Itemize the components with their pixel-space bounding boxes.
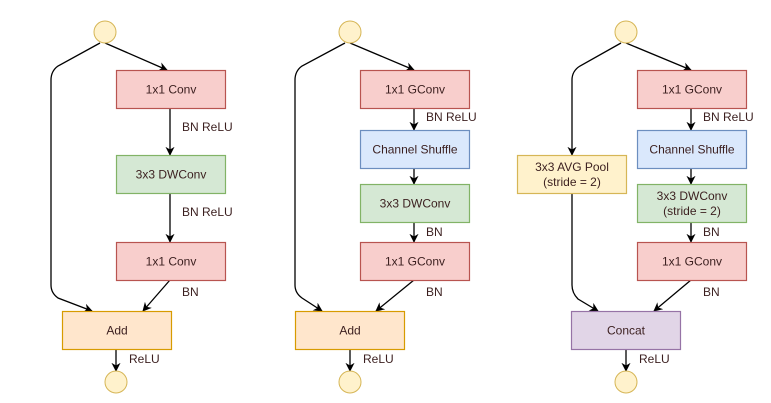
edge-label: ReLU [363,352,394,366]
shufflenet-unit-input-node [338,20,362,44]
shufflenet-stride2-unit-edge-input-to-gconv [625,42,692,72]
conv-block: 1x1 Conv [115,241,227,282]
block-label: 3x3 AVG Pool [535,160,609,174]
conv-block: 1x1 GConv [359,241,471,282]
block-label: Channel Shuffle [372,143,458,157]
edge-label: BN ReLU [703,110,754,124]
shufflenet-unit-edge-gconv-to-add [375,279,415,312]
block-label: Add [339,324,360,338]
bottleneck-unit-output-node [104,370,128,394]
avg-pool-block: 3x3 AVG Pool(stride = 2) [516,154,628,195]
shufflenet-stride2-unit-edge-input-to-pool [567,42,622,156]
block-shape [115,69,227,110]
channel-shuffle-block: Channel Shuffle [636,129,748,170]
shufflenet-stride2-unit-output-node [614,370,638,394]
block-label: 1x1 GConv [662,83,722,97]
edge-label: ReLU [639,352,670,366]
bottleneck-unit-edge-skip [50,42,101,313]
edge-label: BN [703,285,720,299]
block-label: (stride = 2) [543,175,601,189]
conv-block: 1x1 Conv [115,69,227,110]
channel-shuffle-block: Channel Shuffle [359,129,471,170]
block-label: Add [106,324,127,338]
shufflenet-stride2-unit-input-node [614,20,638,44]
shufflenet-stride2-unit-edge-pool-to-concat [571,193,599,312]
shufflenet-unit-output-node [338,370,362,394]
block-label: 1x1 GConv [385,83,445,97]
block-label: 3x3 DWConv [657,189,728,203]
bottleneck-unit-edge-input-to-conv [104,42,168,71]
conv-block: 1x1 GConv [636,241,748,282]
add-block: Add [294,310,406,351]
conv-block: 1x1 GConv [636,69,748,110]
block-shape [636,241,748,282]
edge-label: BN [703,225,720,239]
block-shape [359,241,471,282]
edge-label: ReLU [129,352,160,366]
block-label: 1x1 Conv [146,83,197,97]
block-label: 1x1 GConv [385,255,445,269]
shufflenet-stride2-unit-edge-gconv-to-concat [653,279,692,312]
edge-label: BN [426,285,443,299]
block-label: Concat [607,324,646,338]
block-label: 1x1 Conv [146,255,197,269]
edge-label: BN ReLU [182,120,233,134]
shufflenet-unit-edge-input-to-gconv [349,42,415,72]
shufflenet-unit-edge-skip [294,42,346,312]
block-shape [115,241,227,282]
block-label: 3x3 DWConv [380,197,451,211]
block-shape [636,129,748,170]
conv-block: 1x1 GConv [359,69,471,110]
block-shape [115,154,227,195]
block-shape [359,183,471,224]
edge-label: BN [182,285,199,299]
dwconv-block: 3x3 DWConv [115,154,227,195]
bottleneck-unit-edge-conv-to-add [142,279,171,312]
block-label: Channel Shuffle [649,143,735,157]
block-label: 3x3 DWConv [136,168,207,182]
block-shape [636,69,748,110]
block-label: 1x1 GConv [662,255,722,269]
concat-block: Concat [570,310,682,351]
bottleneck-unit-input-node [93,20,117,44]
block-shape [359,129,471,170]
edge-label: BN [426,225,443,239]
block-label: (stride = 2) [663,204,721,218]
dwconv-block: 3x3 DWConv(stride = 2) [636,183,748,224]
block-shape [61,310,173,351]
block-shape [359,69,471,110]
dwconv-block: 3x3 DWConv [359,183,471,224]
block-shape [636,183,748,224]
block-shape [294,310,406,351]
edge-label: BN ReLU [182,205,233,219]
block-shape [570,310,682,351]
edge-label: BN ReLU [426,110,477,124]
block-shape [516,154,628,195]
add-block: Add [61,310,173,351]
